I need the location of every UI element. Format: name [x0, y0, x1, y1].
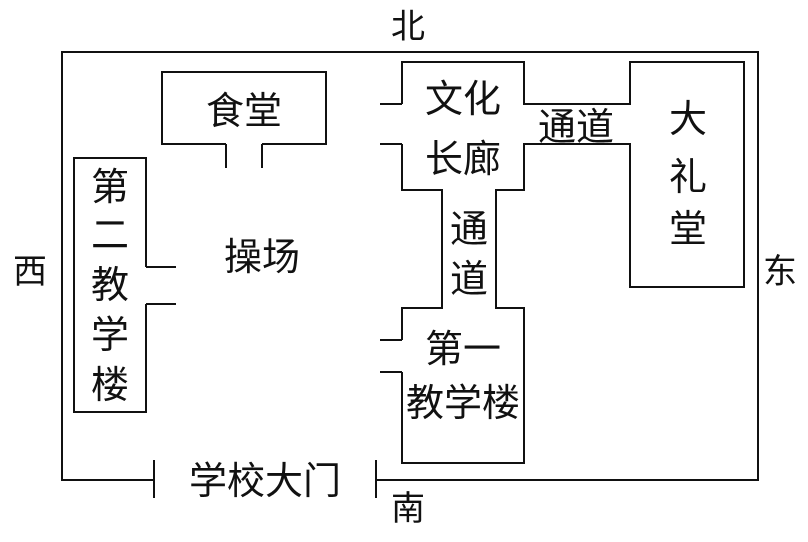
canteen-outline: [161, 71, 327, 145]
canteen-label: 食堂: [206, 89, 282, 133]
second-building-label-char: 学: [91, 313, 129, 357]
second-building-label-char: 二: [91, 213, 129, 257]
playground-label: 操场: [224, 235, 300, 279]
culture-corridor-label-line: 长廊: [425, 137, 501, 181]
passage-horizontal-label: 通道: [538, 105, 614, 149]
culture-corridor-outline: [401, 61, 745, 464]
second-building-label-char: 第: [91, 165, 129, 209]
direction-south: 南: [391, 489, 425, 529]
direction-north: 北: [391, 7, 425, 47]
direction-west: 西: [13, 252, 47, 292]
second-building-label-char: 楼: [91, 363, 129, 407]
second-building-outline: [73, 157, 147, 413]
first-building-label-line: 第一: [425, 327, 501, 371]
first-building-label-line: 教学楼: [406, 381, 520, 425]
direction-east: 东: [763, 252, 797, 292]
passage-vertical-label-char: 通: [450, 207, 488, 251]
school-gate-label: 学校大门: [189, 459, 341, 503]
culture-corridor-label-line: 文化: [425, 77, 501, 121]
first-building-outline: [401, 144, 443, 340]
auditorium-label-char: 礼: [669, 155, 707, 199]
auditorium-label-char: 大: [669, 97, 707, 141]
campus-boundary: [61, 51, 759, 481]
second-building-label-char: 教: [91, 263, 129, 307]
passage-vertical-label-char: 道: [450, 257, 488, 301]
auditorium-label-char: 堂: [669, 207, 707, 251]
